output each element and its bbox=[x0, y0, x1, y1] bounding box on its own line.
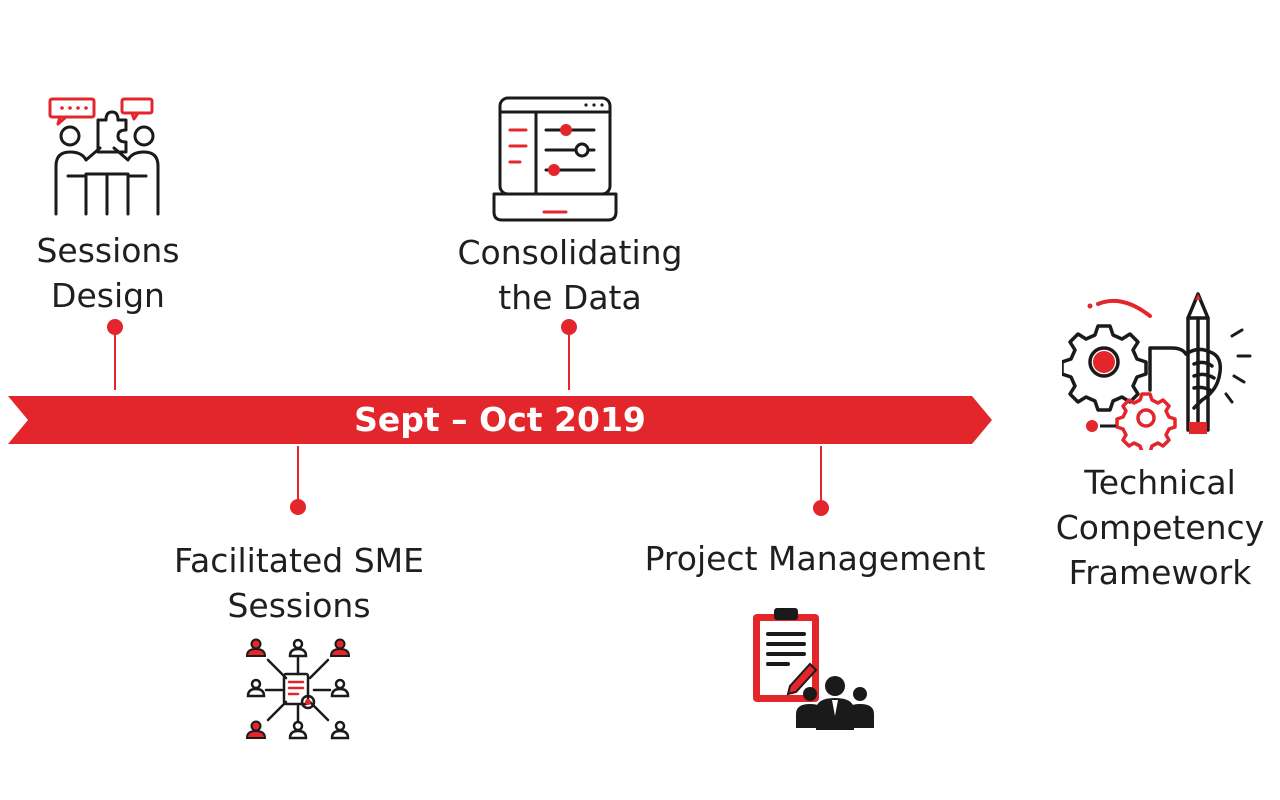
network-people-icon bbox=[245, 638, 351, 740]
milestone-marker bbox=[561, 319, 577, 335]
milestone-marker bbox=[813, 500, 829, 516]
outcome-label: Technical Competency Framework bbox=[1055, 463, 1265, 592]
milestone-label: Project Management bbox=[644, 539, 986, 578]
milestone-label: Consolidating the Data bbox=[457, 233, 683, 317]
milestone-marker bbox=[290, 499, 306, 515]
milestone-connector bbox=[297, 446, 299, 506]
timeline-banner bbox=[8, 396, 992, 444]
clipboard-team-icon bbox=[753, 608, 874, 730]
milestone-connector bbox=[820, 446, 822, 506]
milestone-label: Facilitated SME Sessions bbox=[174, 541, 424, 625]
meeting-icon bbox=[48, 97, 160, 216]
milestone-connector bbox=[568, 330, 570, 390]
milestone-label: Sessions Design bbox=[36, 231, 180, 315]
timeline-period: Sept – Oct 2019 bbox=[354, 400, 646, 439]
laptop-sliders-icon bbox=[492, 96, 618, 222]
milestone-marker bbox=[107, 319, 123, 335]
milestone-connector bbox=[114, 330, 116, 390]
gears-pencil-icon bbox=[1062, 292, 1252, 450]
